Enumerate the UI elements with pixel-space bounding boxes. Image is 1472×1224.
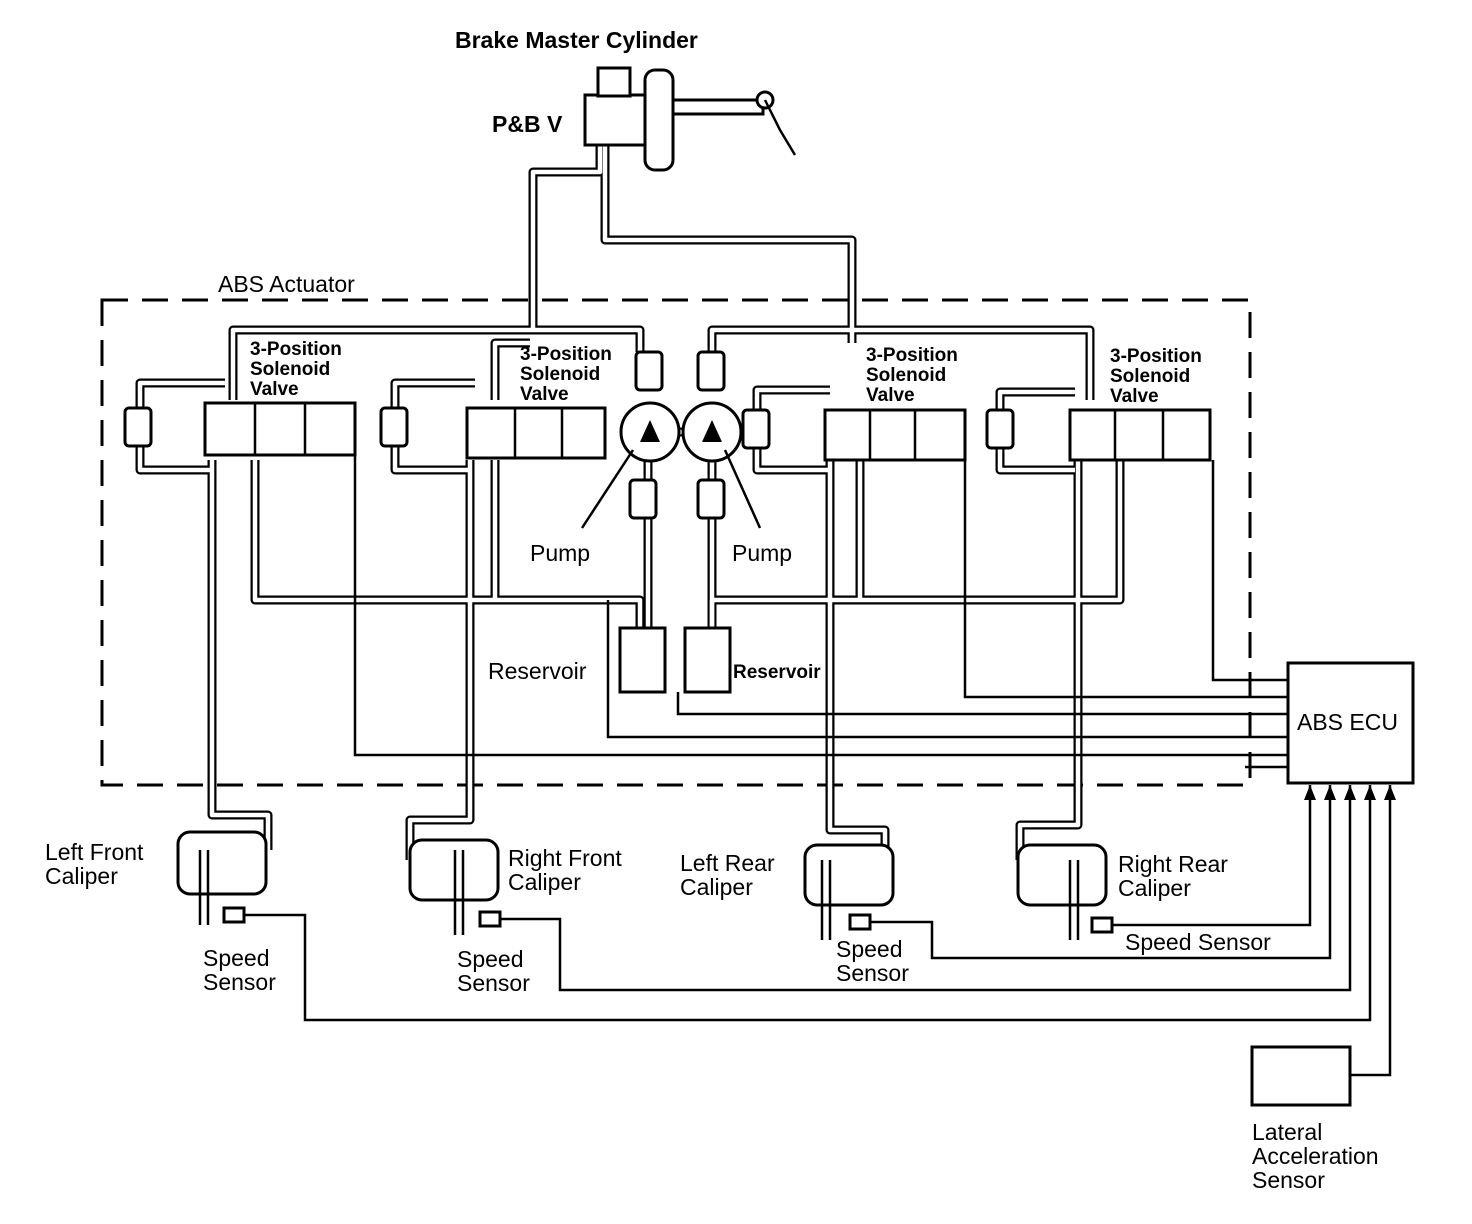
left-front-caliper-label: Left Front Caliper [45, 839, 144, 890]
check-valves [123, 350, 1015, 520]
abs-ecu-label: ABS ECU [1297, 709, 1398, 735]
speed-sensors [222, 906, 1114, 934]
abs-ecu-box [1286, 661, 1415, 785]
lateral-acceleration-sensor-box [1250, 1045, 1352, 1107]
speed-sensor-lf-label: Speed Sensor [203, 945, 276, 996]
brake-master-cylinder [583, 66, 797, 172]
solenoid-valves [203, 401, 1212, 462]
speed-sensor-rr-label: Speed Sensor [1125, 929, 1271, 955]
right-rear-caliper-label: Right Rear Caliper [1118, 851, 1228, 902]
abs-actuator-boundary [100, 298, 1252, 787]
reservoir-left-label: Reservoir [488, 658, 587, 684]
speed-sensor-lr-label: Speed Sensor [836, 936, 909, 987]
calipers [176, 830, 1108, 940]
solenoid-valve-1 [203, 401, 357, 457]
electrical-wiring [244, 455, 1396, 1077]
solenoid-valve-4 [1068, 408, 1212, 462]
reservoir-right [683, 626, 732, 694]
abs-actuator-label: ABS Actuator [218, 271, 355, 297]
right-front-caliper-label: Right Front Caliper [508, 845, 622, 896]
reservoir-right-label: Reservoir [733, 662, 821, 683]
pump-left-label: Pump [530, 540, 591, 566]
master-cylinder-label: Brake Master Cylinder [455, 27, 698, 53]
solenoid-valve-3 [823, 408, 967, 462]
solenoid-valve-1-label: 3-Position Solenoid Valve [250, 339, 342, 400]
solenoid-valve-4-label: 3-Position Solenoid Valve [1110, 346, 1202, 407]
solenoid-valve-3-label: 3-Position Solenoid Valve [866, 345, 958, 406]
reservoir-left [618, 626, 667, 694]
speed-sensor-rf-label: Speed Sensor [457, 946, 530, 997]
left-rear-caliper-label: Left Rear Caliper [680, 850, 775, 901]
pump-right-label: Pump [732, 540, 793, 566]
lateral-acceleration-sensor-label: Lateral Acceleration Sensor [1252, 1119, 1379, 1194]
solenoid-valve-2 [465, 406, 607, 460]
solenoid-valve-2-label: 3-Position Solenoid Valve [520, 344, 612, 405]
pbv-label: P&B V [492, 111, 563, 137]
